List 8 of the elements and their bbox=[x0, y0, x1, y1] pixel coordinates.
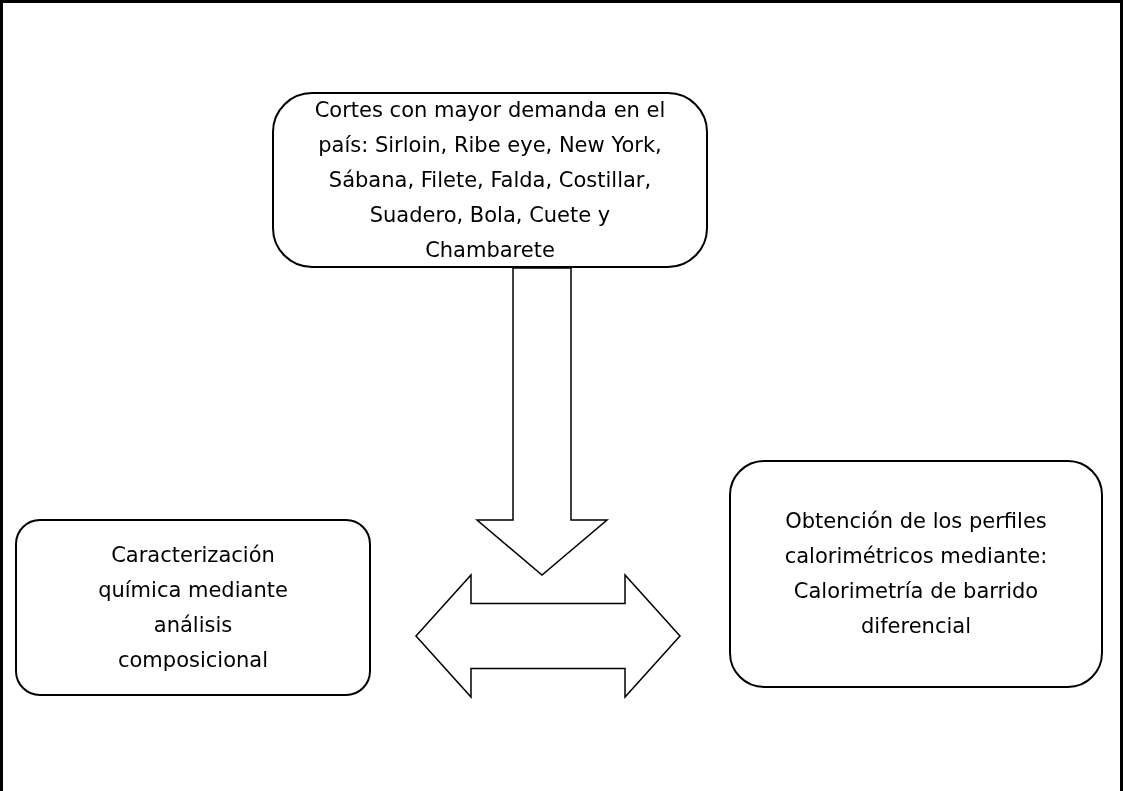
process-box bbox=[15, 519, 371, 696]
block-arrow bbox=[474, 267, 610, 576]
box-text: Caracterización química mediante análisis composicional bbox=[97, 541, 289, 674]
box-text: Cortes con mayor demanda en el país: Sirloin, Ribe eye, New York, Sábana, Filete, Falda, Costillar, Suadero, Bola, Cuete y Chambarete bbox=[314, 96, 666, 264]
process-box bbox=[729, 460, 1103, 688]
box-text: Obtención de los perfiles calorimétricos mediante: Calorimetría de barrido diferencial bbox=[783, 508, 1049, 640]
process-box bbox=[272, 92, 708, 268]
block-arrow bbox=[415, 573, 681, 699]
